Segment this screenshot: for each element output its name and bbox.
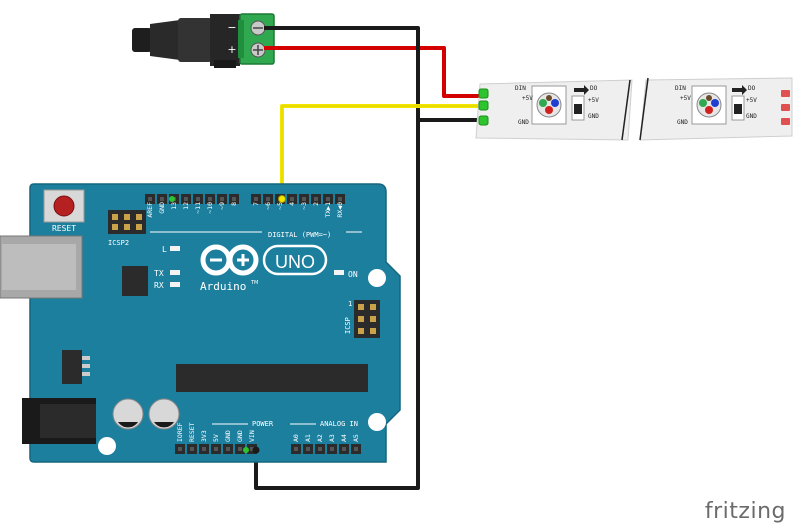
icsp-label: ICSP: [344, 317, 352, 334]
cell-din-label: DIN: [515, 85, 526, 92]
pin-label: AREF: [146, 202, 154, 218]
cell2-gnd-label: GND: [677, 119, 688, 126]
pin-label: 8: [230, 202, 238, 206]
led-chip: [531, 85, 589, 125]
on-label: ON: [348, 270, 358, 279]
pin-label: 12: [182, 202, 190, 210]
strip-pad-5v: [478, 100, 489, 111]
icsp2-label: ICSP2: [108, 239, 129, 247]
led-l-label: L: [162, 245, 167, 254]
icsp2-header: [108, 210, 146, 234]
pin-label: ~5: [276, 202, 284, 210]
uno-logo-text: UNO: [275, 252, 315, 272]
capacitor: [148, 398, 180, 430]
pin-label: A5: [352, 434, 360, 442]
cell-out-5v-label: +5V: [588, 97, 599, 104]
fritzing-watermark: fritzing: [704, 499, 786, 524]
wire-black-ground: [254, 26, 420, 490]
dc-barrel-jack: [132, 14, 240, 68]
cell2-do-label: DO: [748, 85, 756, 92]
pin-label: 7: [252, 202, 260, 206]
pin-label: A0: [292, 434, 300, 442]
analog-label: ANALOG IN: [320, 420, 358, 428]
icsp-header: [354, 300, 380, 338]
pin-label: 4: [288, 202, 296, 206]
reset-button[interactable]: [43, 189, 85, 223]
cell2-out-gnd-label: GND: [746, 113, 757, 120]
pin-label: GND: [224, 430, 232, 442]
strip-pad-gnd: [478, 115, 489, 126]
strip-end-pad: [781, 90, 790, 97]
led-tx: [170, 270, 180, 275]
power-header: IOREF RESET 3V3 5V GND GND VIN: [175, 422, 257, 454]
arduino-brand-text: Arduino: [200, 280, 246, 293]
pin-label: ~6: [264, 202, 272, 210]
pin-label: IOREF: [176, 422, 184, 442]
cell2-out-5v-label: +5V: [746, 97, 757, 104]
cell2-din-label: DIN: [675, 85, 686, 92]
pin-label: VIN: [248, 430, 256, 442]
pin-label: ~3: [300, 202, 308, 210]
led-l: [170, 246, 180, 251]
usb-connector: [0, 235, 83, 299]
pin-label: RESET: [188, 422, 196, 442]
pin-label: GND: [236, 430, 244, 442]
trademark-text: TM: [250, 280, 258, 286]
capacitor: [112, 398, 144, 430]
usb-chip: [122, 266, 148, 296]
power-label: POWER: [252, 420, 274, 428]
cell-5v-label: +5V: [522, 95, 533, 102]
green-pin-marker: [169, 196, 175, 202]
pin-label: A2: [316, 434, 324, 442]
pin-label: TX▶1: [324, 202, 332, 218]
green-pin-marker: [243, 447, 249, 453]
atmega-chip: [176, 364, 368, 392]
pin-label: RX◀0: [336, 202, 344, 218]
screw-terminal: [238, 13, 275, 65]
pin-label: ~11: [194, 202, 202, 214]
wire-red: [264, 46, 484, 98]
terminal-plus-label: +: [227, 43, 236, 56]
led-rx: [170, 282, 180, 287]
arduino-uno-board: [29, 183, 401, 463]
led-on: [334, 270, 344, 275]
strip-pad-din: [478, 88, 489, 99]
strip-end-pad: [781, 104, 790, 111]
analog-header: A0 A1 A2 A3 A4 A5: [291, 434, 361, 454]
reset-label: RESET: [52, 224, 76, 233]
digital-label: DIGITAL (PWM=~): [268, 231, 331, 239]
pin-label: A1: [304, 434, 312, 442]
cell-gnd-label: GND: [518, 119, 529, 126]
led-tx-label: TX: [154, 269, 164, 278]
pin-label: A3: [328, 434, 336, 442]
board-power-jack: [22, 398, 96, 444]
cell-out-gnd-label: GND: [588, 113, 599, 120]
cell-do-label: DO: [590, 85, 598, 92]
wire-endpoint-gnd: [252, 446, 260, 454]
pin-label: 13: [170, 202, 178, 210]
led-rx-label: RX: [154, 281, 164, 290]
pin-label: 3V3: [200, 430, 208, 442]
wire-endpoint-d6: [278, 195, 286, 203]
icsp-pin-one-label: 1: [348, 300, 352, 308]
pin-label: 2: [312, 202, 320, 206]
pin-label: ~9: [218, 202, 226, 210]
strip-end-pad: [781, 118, 790, 125]
pin-label: ~10: [206, 202, 214, 214]
pin-label: A4: [340, 434, 348, 442]
terminal-minus-label: −: [227, 21, 236, 34]
pin-label: 5V: [212, 434, 220, 442]
cell2-5v-label: +5V: [680, 95, 691, 102]
voltage-regulator: [62, 350, 90, 384]
led-chip: [691, 85, 747, 125]
pin-label: GND: [158, 202, 166, 214]
arduino-logo: [200, 244, 328, 276]
